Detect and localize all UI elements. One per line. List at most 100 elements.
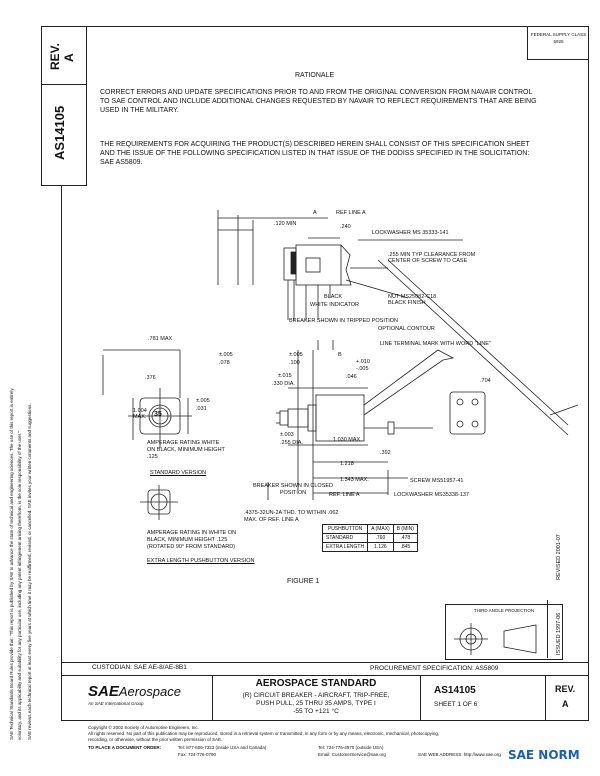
dim-pm005-a: ±.005: [219, 352, 233, 358]
pushbutton-table: PUSHBUTTON A (MAX) B (MIN) STANDARD .760…: [321, 524, 418, 552]
ref-line-a-bottom: REF. LINE A: [329, 492, 360, 498]
federal-supply-value: 5925: [553, 39, 564, 44]
dim-781-max: .781 MAX: [148, 336, 173, 342]
sae-norm-watermark: SAE NORM: [508, 748, 580, 762]
sae-rules-note-1: SAE Technical Standards Board Rules prov…: [9, 388, 14, 740]
dim-pm005-d: ±.005: [196, 398, 210, 404]
left-header-column: [41, 26, 87, 186]
footer-doc-number: AS14105: [434, 685, 476, 696]
optional-contour-label: OPTIONAL CONTOUR: [378, 326, 435, 332]
logo-aerospace-text: Aerospace: [118, 684, 181, 699]
revised-date: REVISED 2001-07: [556, 534, 562, 580]
web-address-link[interactable]: SAE WEB ADDRESS: http://www.sae.org: [418, 752, 501, 757]
b-letter: B: [338, 352, 342, 358]
description-line-3: -55 TO +121 °C: [293, 708, 339, 715]
rev-value: A: [62, 53, 76, 62]
table-cell: .760: [367, 533, 394, 543]
dim-plus010: +.010: [356, 359, 370, 365]
order-label: TO PLACE A DOCUMENT ORDER:: [88, 745, 162, 750]
logo-sae-text: SAE: [88, 683, 119, 700]
copyright-line-2: All rights reserved. No part of this pub…: [88, 731, 440, 736]
sae-logo: SAEAerospace An SAE International Group: [88, 683, 206, 706]
projection-box: THIRD ANGLE PROJECTION: [445, 604, 563, 660]
ampere-face-value: 35: [154, 411, 162, 418]
technical-drawing: [102, 210, 579, 520]
rationale-text: CORRECT ERRORS AND UPDATE SPECIFICATIONS…: [100, 89, 537, 114]
federal-supply-box: FEDERAL SUPPLY CLASS 5925: [527, 26, 589, 60]
dim-392: .392: [380, 450, 391, 456]
procurement-text: PROCUREMENT SPECIFICATION: AS5809: [370, 665, 499, 672]
dim-100: .100: [289, 360, 300, 366]
table-cell: EXTRA LENGTH: [321, 542, 369, 552]
description-line-2: PUSH PULL, 25 THRU 35 AMPS, TYPE I: [256, 700, 376, 707]
table-row: STANDARD .760 .478: [321, 533, 418, 543]
fax-number: Fax: 724-776-0790: [178, 752, 217, 757]
figure-label: FIGURE 1: [287, 578, 320, 585]
dim-031: .031: [196, 406, 207, 412]
table-cell: 1.126: [367, 542, 394, 552]
dim-376: .376: [145, 375, 156, 381]
tripped-breaker-view: [217, 210, 579, 436]
closed-breaker-view: [267, 340, 486, 500]
projection-label: THIRD ANGLE PROJECTION: [473, 608, 535, 613]
black-label: BLACK: [324, 294, 343, 300]
breaker-closed-label: BREAKER SHOWN IN CLOSED POSITION: [252, 483, 334, 496]
custodian-text: CUSTODIAN: SAE AE-8/AE-8B1: [92, 664, 187, 671]
standard-version-label: STANDARD VERSION: [150, 470, 207, 476]
standard-title: AEROSPACE STANDARD: [255, 678, 377, 689]
table-cell: .478: [392, 533, 418, 543]
black-finish-label: BLACK FINISH: [388, 300, 426, 306]
amperage-extra-label: AMPERAGE RATING IN WHITE ON BLACK, MINIM…: [147, 530, 237, 550]
dim-078: .078: [219, 360, 230, 366]
extra-length-front-view: [140, 485, 178, 520]
phone-usa: Tel: 877-606-7323 (inside USA and Canada…: [178, 745, 267, 750]
ref-line-a-top: REF LINE A: [336, 210, 366, 216]
copyright-line-1: Copyright © 2002 Society of Automotive E…: [88, 725, 199, 730]
projection-symbol: [454, 623, 537, 655]
lockwasher-top-label: LOCKWASHER MS 35333-141: [372, 230, 449, 236]
dim-pm003: ±.003: [280, 432, 294, 438]
phone-outside: Tel: 724-776-4970 (outside USA): [318, 745, 384, 750]
dim-pm005-b: ±.005: [289, 352, 303, 358]
nut-label: NUT MS25082-C18: [388, 294, 437, 300]
screw-label: SCREW MS51957-41: [410, 478, 464, 484]
sheet-number: SHEET 1 OF 6: [434, 701, 478, 708]
a-letter-top: A: [313, 210, 317, 216]
footer-rev-value: A: [562, 699, 569, 709]
email-link[interactable]: Email: CustomerService@sae.org: [318, 752, 386, 757]
dim-046: .046: [346, 374, 357, 380]
dim-1030-max: 1.030 MAX.: [333, 437, 362, 443]
requirements-text: THE REQUIREMENTS FOR ACQUIRING THE PRODU…: [100, 141, 530, 166]
rev-label: REV.: [48, 43, 62, 70]
amperage-rating-label: AMPERAGE RATING WHITE ON BLACK, MINIMUM …: [147, 440, 225, 460]
copyright-line-3: recording, or otherwise, without the pri…: [88, 737, 223, 742]
dim-1004-max: 1.004 MAX.: [133, 408, 147, 420]
footer-rev-label: REV.: [555, 684, 576, 694]
table-row: EXTRA LENGTH 1.126 .845: [321, 542, 418, 552]
standard-front-view: [102, 349, 192, 448]
dim-minus005: -.005: [356, 366, 369, 372]
table-header: PUSHBUTTON: [321, 524, 369, 534]
table-cell: STANDARD: [321, 533, 369, 543]
breaker-tripped-label: BREAKER SHOWN IN TRIPPED POSITION: [289, 318, 398, 324]
table-header: A (MAX): [367, 524, 394, 534]
description-line-1: (R) CIRCUIT BREAKER - AIRCRAFT, TRIP-FRE…: [242, 692, 390, 699]
dim-255-dia: .255 DIA.: [280, 440, 303, 446]
thread-label: .4375-32UN-2A THD. TO WITHIN .062 MAX. O…: [244, 510, 339, 523]
dim-1218: 1.218: [340, 461, 354, 467]
dim-240: .240: [340, 224, 351, 230]
dim-330-dia: .330 DIA.: [272, 381, 295, 387]
dim-pm015: ±.015: [278, 373, 292, 379]
table-header: B (MIN): [392, 524, 418, 534]
sae-review-note: SAE reviews each technical report at lea…: [27, 403, 32, 740]
clearance-label: .255 MIN TYP CLEARANCE FROM CENTER OF SC…: [388, 252, 476, 264]
federal-supply-label: FEDERAL SUPPLY CLASS: [530, 32, 587, 37]
logo-tagline: An SAE International Group: [88, 701, 144, 706]
document-frame: [61, 26, 589, 721]
dim-704: .704: [480, 378, 491, 384]
dim-120-min: .120 MIN: [274, 221, 297, 227]
sae-rules-note-2: voluntary, and its applicability and sui…: [17, 431, 22, 740]
lockwasher-bottom-label: LOCKWASHER MS35338-137: [394, 492, 469, 498]
doc-number-vertical: AS14105: [52, 105, 67, 160]
table-cell: .845: [392, 542, 418, 552]
